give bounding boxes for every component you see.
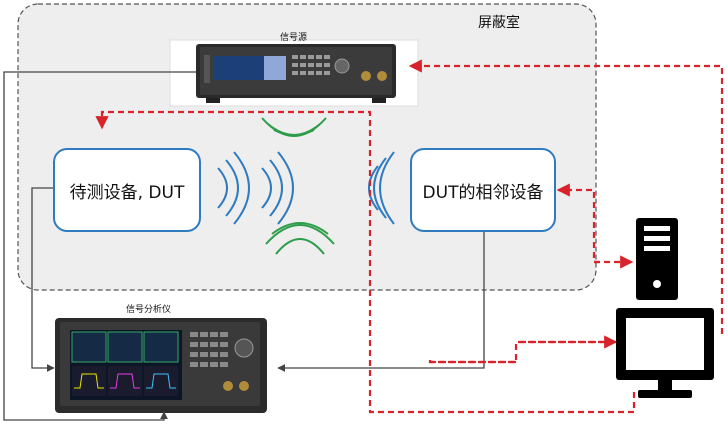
dut-box: 待测设备, DUT [53,148,201,232]
monitor-icon [616,308,714,398]
signal-generator-label: 信号源 [280,33,308,43]
signal-generator-icon [169,39,419,107]
signal-analyzer-icon [55,318,267,413]
signal-analyzer-label: 信号分析仪 [126,305,172,315]
computer-tower-icon [636,218,678,300]
solid-links [3,71,485,421]
radio-wave-icon [261,117,327,137]
radio-wave-icon [265,222,335,255]
dashed-control-links [95,59,724,414]
radio-wave-icon [217,151,395,225]
dut-label: 待测设备, DUT [69,182,185,203]
neighbor-device-box: DUT的相邻设备 [410,148,556,232]
neighbor-device-label: DUT的相邻设备 [422,182,544,203]
shielded-room-label: 屏蔽室 [478,15,520,31]
